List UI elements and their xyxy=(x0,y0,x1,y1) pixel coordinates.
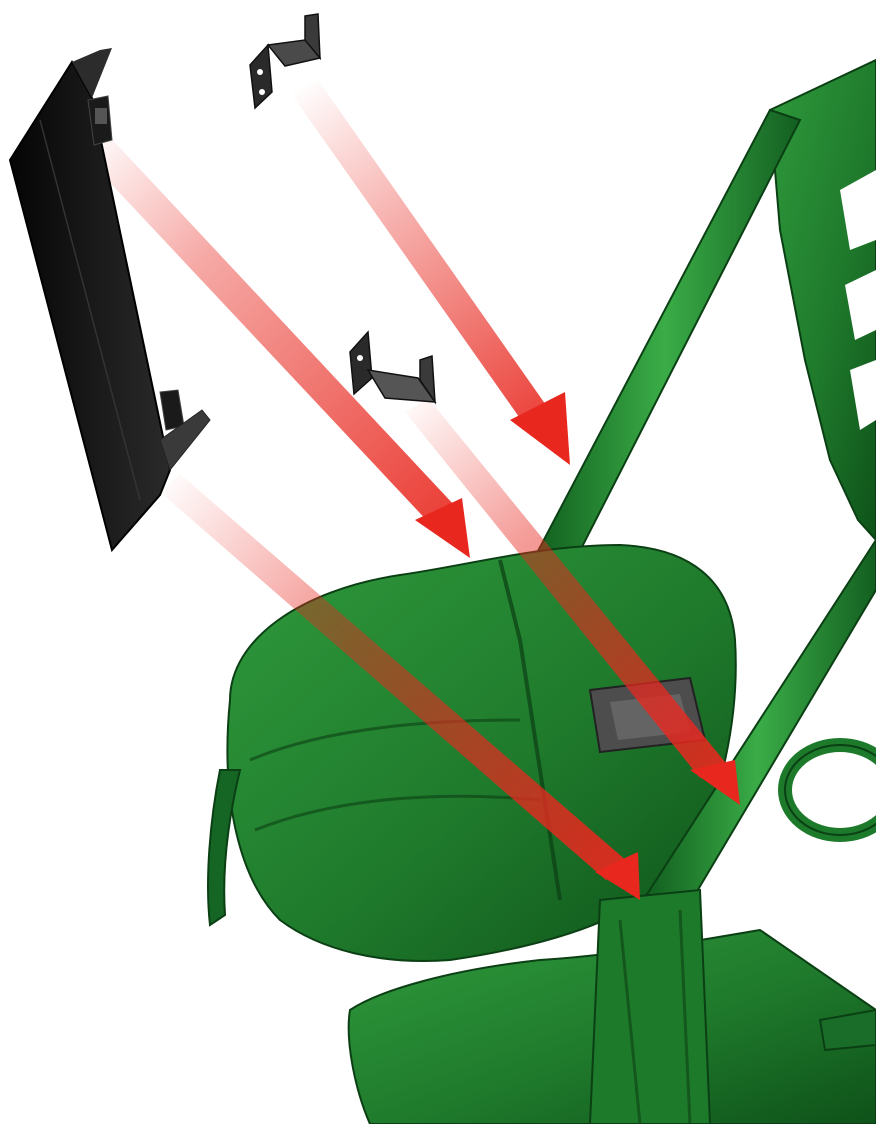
bracket-top-vertical xyxy=(250,45,272,108)
steering-wheel xyxy=(785,745,876,835)
bracket-top-hole xyxy=(257,69,263,75)
panel-clip-bottom xyxy=(160,390,184,430)
panel-clip-top-tab xyxy=(95,108,107,124)
roll-bar-main xyxy=(528,110,800,590)
fender-left xyxy=(208,770,240,925)
bracket-icon xyxy=(350,332,435,402)
floor-column xyxy=(590,890,710,1124)
panel-body xyxy=(10,62,170,550)
bracket-middle-hole xyxy=(357,355,363,361)
bracket-middle-vertical xyxy=(350,332,372,394)
bracket-top-hole xyxy=(259,89,265,95)
